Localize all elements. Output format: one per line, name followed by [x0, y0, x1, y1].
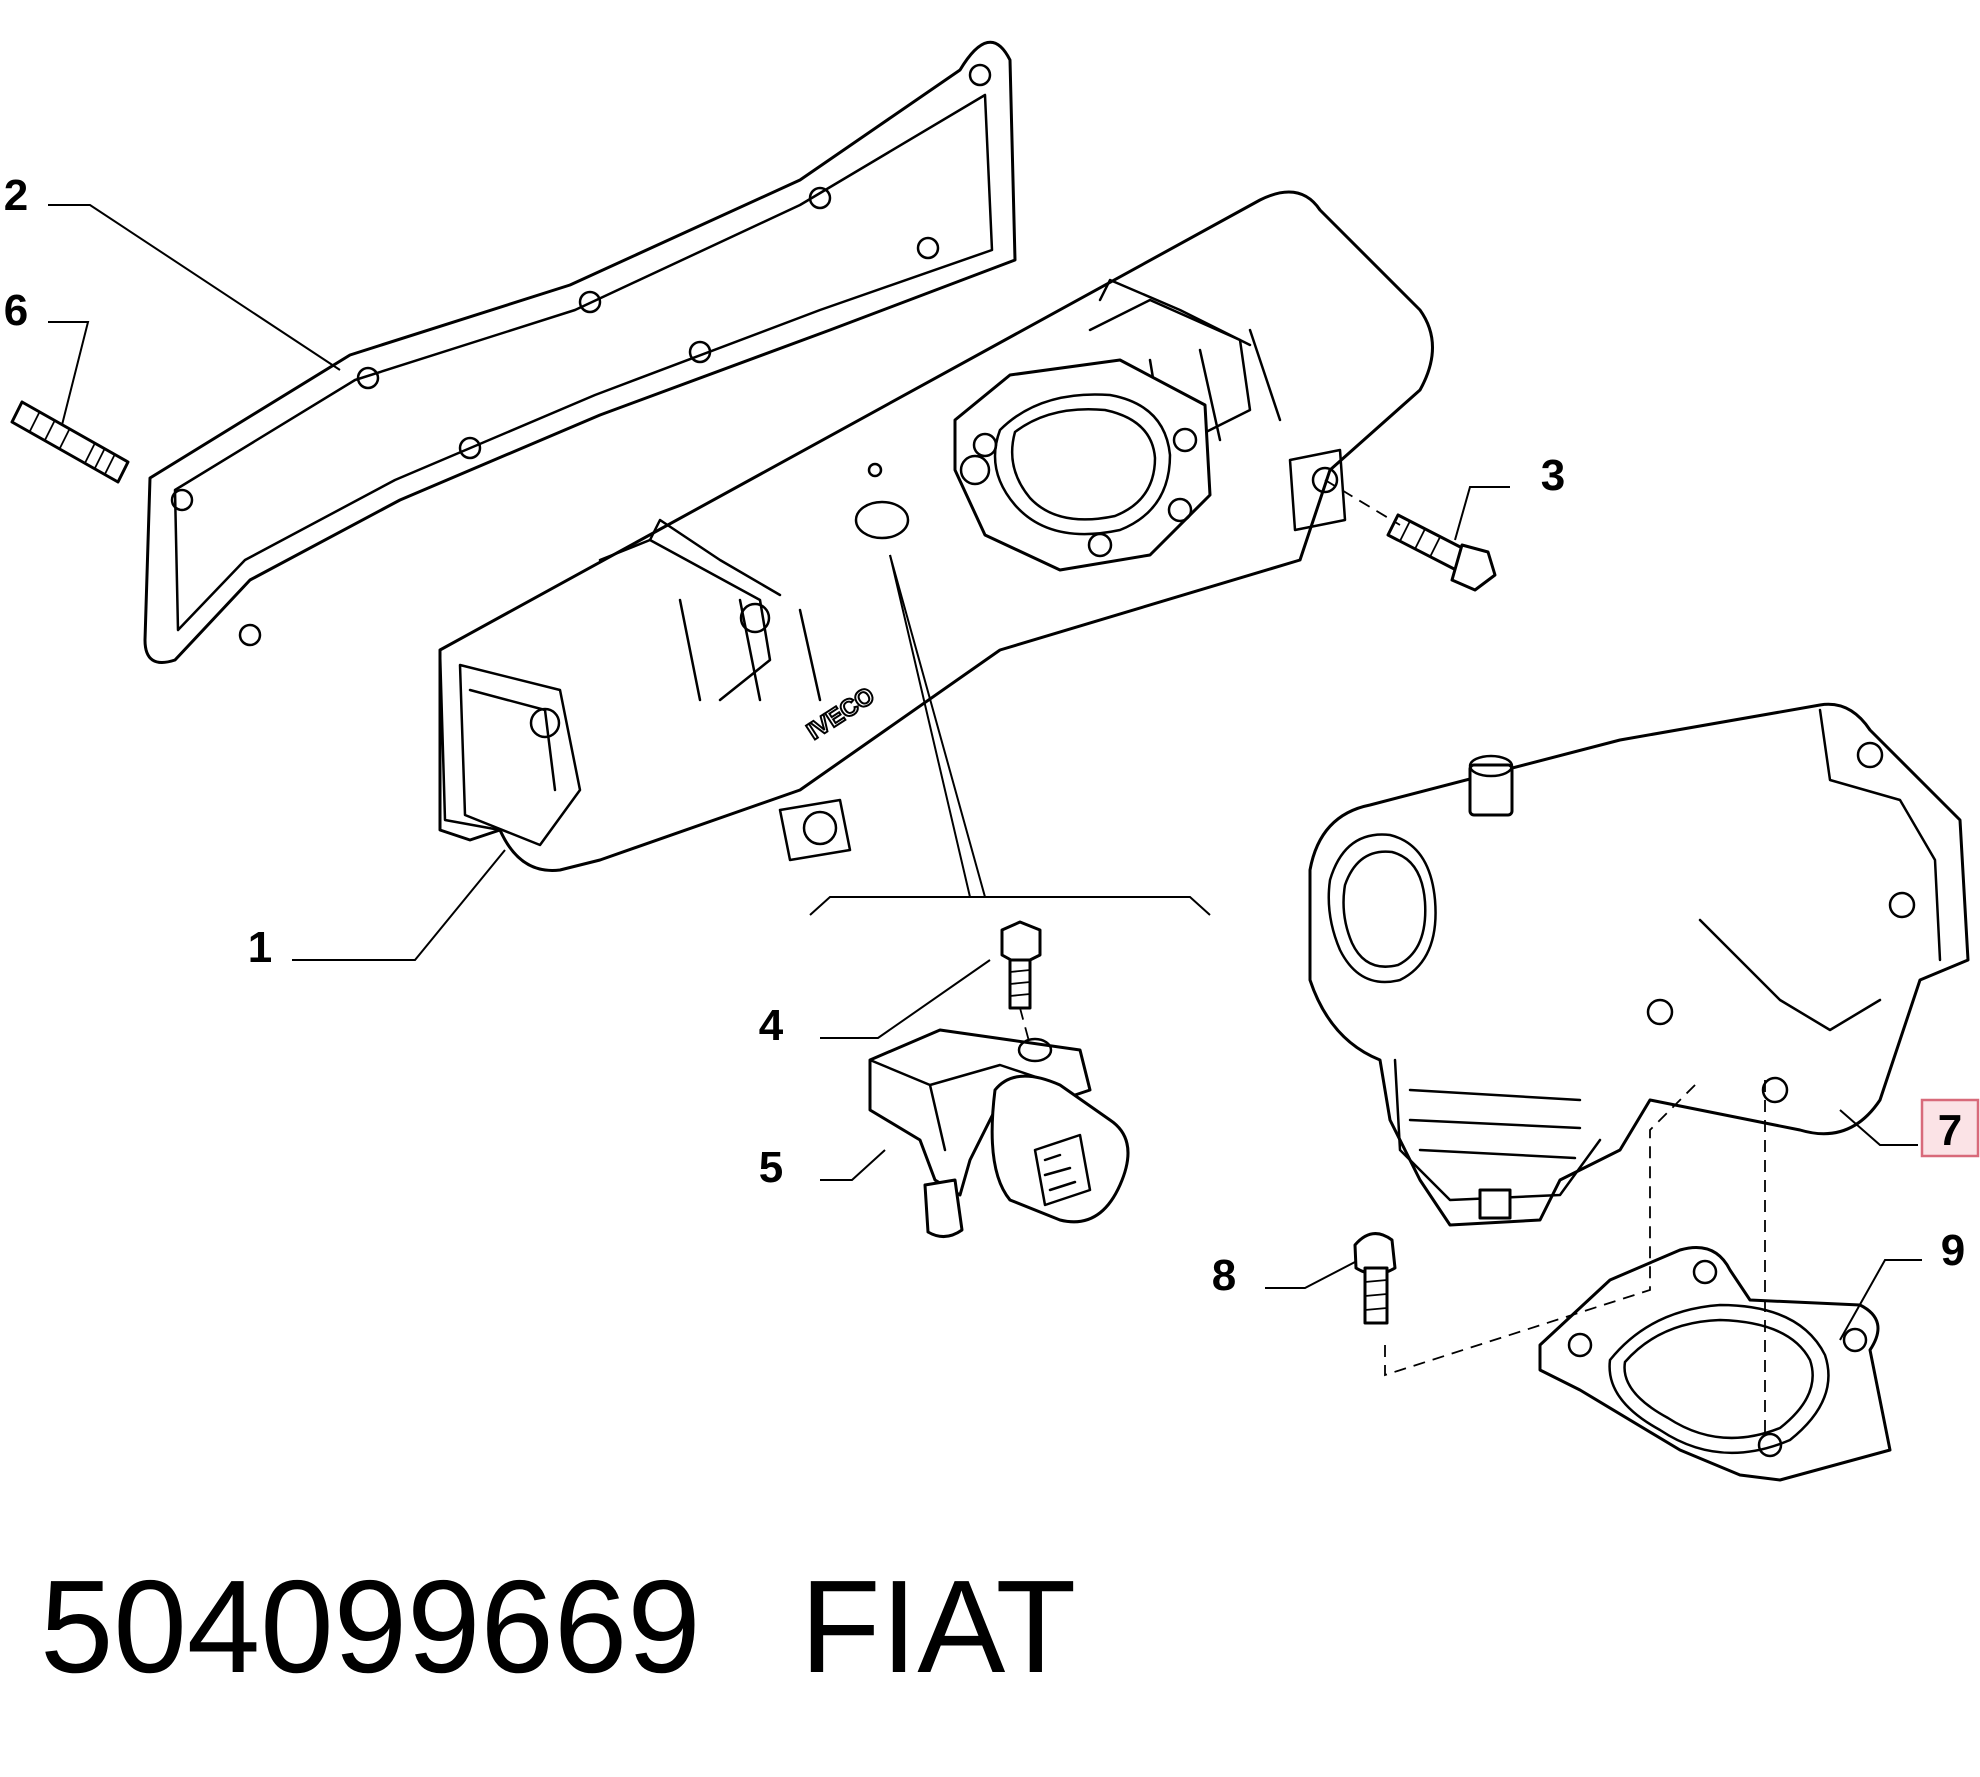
callout-9[interactable]: 9 [1941, 1226, 1965, 1275]
callout-labels: 2 6 3 1 4 5 7 8 9 [4, 171, 1980, 1300]
stud-part [10, 400, 130, 484]
callout-5[interactable]: 5 [759, 1143, 783, 1192]
callout-1[interactable]: 1 [248, 923, 272, 972]
footer-caption: 504099669 FIAT [40, 1553, 1076, 1700]
callout-8[interactable]: 8 [1212, 1251, 1236, 1300]
pressure-sensor-part [868, 1028, 1130, 1238]
leader-lines [48, 204, 1922, 1341]
flange-gasket-part [1538, 1246, 1892, 1482]
part-number-text: 504099669 [40, 1553, 701, 1700]
screw-part-8 [1353, 1232, 1397, 1325]
callout-7-highlight-box [1920, 1098, 1980, 1158]
manifold-gasket-part [143, 40, 1017, 664]
screw-part-4 [1000, 920, 1042, 1010]
assembly-lines [1019, 479, 1766, 1440]
callout-2[interactable]: 2 [4, 171, 28, 220]
brand-text: FIAT [800, 1553, 1076, 1700]
bolt-part-3 [1386, 513, 1497, 592]
callout-3[interactable]: 3 [1541, 451, 1565, 500]
callout-6[interactable]: 6 [4, 286, 28, 335]
throttle-body-part [1308, 702, 1970, 1227]
callout-4[interactable]: 4 [759, 1001, 784, 1050]
callout-7[interactable]: 7 [1938, 1106, 1962, 1155]
intake-manifold-part: IVECO [438, 190, 1434, 872]
